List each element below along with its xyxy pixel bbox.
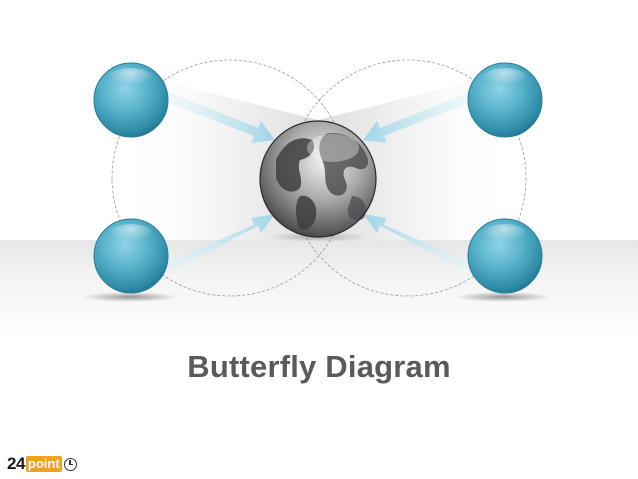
brand-logo: 24 point bbox=[7, 454, 77, 474]
arrows bbox=[164, 92, 474, 272]
logo-word: point bbox=[25, 456, 62, 472]
diagram-title: Butterfly Diagram bbox=[187, 349, 451, 384]
arrow-top-left bbox=[164, 92, 275, 143]
node-top-right bbox=[467, 62, 543, 138]
node-bottom-right bbox=[467, 218, 543, 294]
node-bottom-left bbox=[93, 218, 169, 294]
arrow-bottom-left bbox=[164, 214, 275, 272]
arrow-bottom-right bbox=[363, 214, 474, 272]
arrow-top-right bbox=[363, 92, 474, 143]
node-shadow-bottom-left bbox=[82, 292, 178, 302]
clock-icon bbox=[63, 457, 77, 471]
node-shadow-bottom-right bbox=[455, 292, 551, 302]
node-top-left bbox=[93, 62, 169, 138]
globe-icon bbox=[259, 120, 377, 238]
logo-number: 24 bbox=[7, 454, 25, 473]
